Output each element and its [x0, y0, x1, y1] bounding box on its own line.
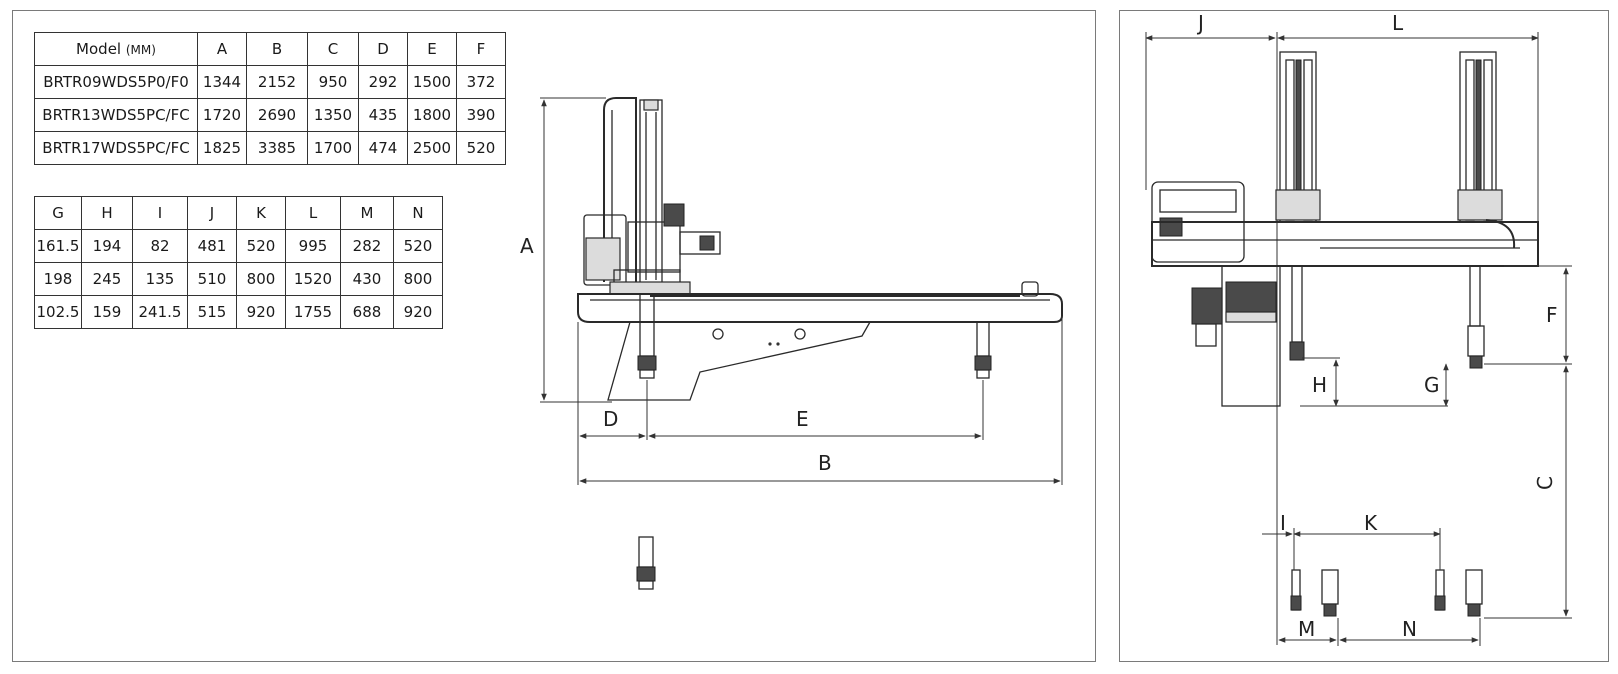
header-cell: A — [197, 32, 247, 66]
value-cell: 920 — [236, 295, 286, 329]
value-cell: 1720 — [197, 98, 247, 132]
model-header-cell: Model (MM) — [34, 32, 198, 66]
value-cell: 481 — [187, 229, 237, 263]
value-cell: 102.5 — [34, 295, 82, 329]
gripper-icon — [1465, 569, 1483, 605]
table-row: BRTR09WDS5P0/F0 1344 2152 950 292 1500 3… — [34, 65, 506, 99]
value-cell: 1500 — [407, 65, 457, 99]
gripper-icon — [638, 536, 654, 568]
gripper-dimensions-table: G H I J K L M N 161.5 194 82 481 520 995… — [34, 196, 443, 329]
value-cell: 198 — [34, 262, 82, 296]
motor-block — [583, 214, 627, 286]
dim-label-c: C — [1533, 476, 1557, 490]
value-cell: 515 — [187, 295, 237, 329]
dim-label-e: E — [796, 407, 809, 431]
value-cell: 520 — [236, 229, 286, 263]
header-cell: L — [285, 196, 341, 230]
header-cell: D — [358, 32, 408, 66]
value-cell: 2690 — [246, 98, 308, 132]
dim-label-d: D — [603, 407, 618, 431]
dim-label-b: B — [818, 451, 832, 475]
front-beam — [1151, 221, 1539, 267]
dim-label-n: N — [1402, 617, 1417, 641]
value-cell: 372 — [456, 65, 506, 99]
value-cell: 435 — [358, 98, 408, 132]
value-cell: 1350 — [307, 98, 359, 132]
dim-label-l: L — [1392, 11, 1404, 35]
value-cell: 1344 — [197, 65, 247, 99]
value-cell: 688 — [340, 295, 394, 329]
value-cell: 800 — [236, 262, 286, 296]
value-cell: 800 — [393, 262, 443, 296]
header-cell: F — [456, 32, 506, 66]
value-cell: 510 — [187, 262, 237, 296]
table-header-row: G H I J K L M N — [34, 196, 443, 230]
model-dimensions-table: Model (MM) A B C D E F BRTR09WDS5P0/F0 1… — [34, 32, 506, 165]
model-cell: BRTR17WDS5PC/FC — [34, 131, 198, 165]
support-bracket — [607, 321, 872, 401]
table-row: BRTR17WDS5PC/FC 1825 3385 1700 474 2500 … — [34, 131, 506, 165]
dim-label-a: A — [520, 234, 534, 258]
value-cell: 474 — [358, 131, 408, 165]
value-cell: 2152 — [246, 65, 308, 99]
value-cell: 241.5 — [132, 295, 188, 329]
header-cell: J — [187, 196, 237, 230]
dim-label-k: K — [1364, 511, 1378, 535]
dim-label-f: F — [1546, 303, 1558, 327]
value-cell: 920 — [393, 295, 443, 329]
value-cell: 520 — [393, 229, 443, 263]
value-cell: 292 — [358, 65, 408, 99]
dim-label-g: G — [1424, 373, 1440, 397]
value-cell: 1800 — [407, 98, 457, 132]
horizontal-beam — [577, 293, 1063, 323]
value-cell: 2500 — [407, 131, 457, 165]
dim-label-j: J — [1196, 11, 1204, 35]
value-cell: 995 — [285, 229, 341, 263]
value-cell: 1700 — [307, 131, 359, 165]
robot-side-view — [540, 97, 1063, 590]
table-row: 102.5 159 241.5 515 920 1755 688 920 — [34, 295, 443, 329]
dim-label-m: M — [1298, 617, 1315, 641]
gripper-icon — [1321, 569, 1339, 605]
value-cell: 430 — [340, 262, 394, 296]
value-cell: 245 — [81, 262, 133, 296]
vertical-arm — [603, 97, 637, 282]
model-cell: BRTR13WDS5PC/FC — [34, 98, 198, 132]
value-cell: 520 — [456, 131, 506, 165]
dim-label-i: I — [1280, 511, 1286, 535]
value-cell: 1825 — [197, 131, 247, 165]
front-view-panel — [1119, 10, 1609, 662]
header-cell: E — [407, 32, 457, 66]
dim-label-h: H — [1312, 373, 1327, 397]
table-row: 198 245 135 510 800 1520 430 800 — [34, 262, 443, 296]
lower-housing — [1221, 265, 1281, 407]
value-cell: 161.5 — [34, 229, 82, 263]
robot-front-view — [1145, 32, 1572, 646]
table-header-row: Model (MM) A B C D E F — [34, 32, 506, 66]
